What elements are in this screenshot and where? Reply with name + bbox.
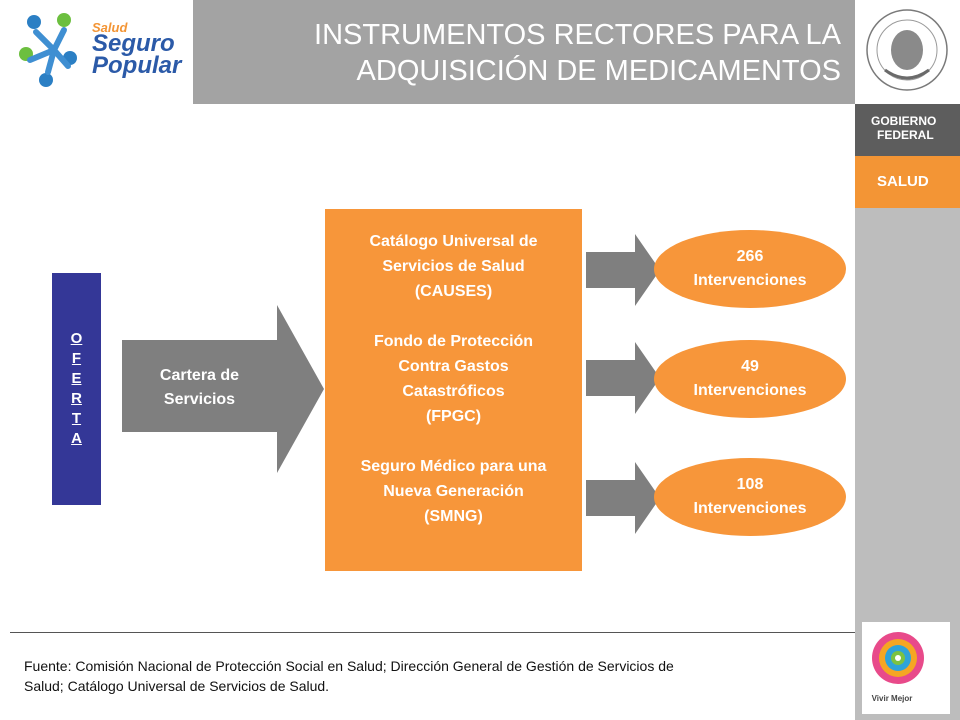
causes-line1: Catálogo Universal de — [369, 233, 538, 250]
smng-line2: Nueva Generación — [383, 483, 524, 500]
source-note: Fuente: Comisión Nacional de Protección … — [24, 656, 784, 696]
source-line2: Salud; Catálogo Universal de Servicios d… — [24, 678, 330, 694]
brand-line2: Popular — [92, 52, 182, 79]
flow-arrows — [122, 234, 660, 534]
brand-line1: Seguro — [92, 30, 175, 57]
gobierno-federal-badge: GOBIERNO FEDERAL — [855, 104, 960, 156]
people-logo-icon — [19, 13, 77, 87]
vivir-mejor-label: Vivir Mejor — [871, 694, 913, 703]
outcome-count: 266 — [736, 248, 764, 265]
fpgc-line2: Contra Gastos — [398, 358, 509, 375]
outcome-266: 266 Intervenciones — [654, 230, 846, 308]
footer-divider — [10, 632, 855, 633]
causes-line2: Servicios de Salud — [382, 258, 525, 275]
outcome-count: 108 — [736, 476, 764, 493]
seguro-popular-logo: Salud Seguro Popular — [0, 0, 193, 104]
cartera-arrow — [122, 305, 324, 473]
smng-line1: Seguro Médico para una — [360, 458, 547, 475]
flower-logo-icon — [872, 632, 924, 684]
outcome-label: Intervenciones — [693, 382, 807, 399]
source-line1: Fuente: Comisión Nacional de Protección … — [24, 658, 674, 674]
oferta-bar: OFERTA — [52, 273, 101, 505]
instruments-box — [325, 209, 582, 571]
outcome-label: Intervenciones — [693, 272, 807, 289]
eagle-seal-icon — [866, 9, 948, 91]
arrow-to-266 — [586, 234, 660, 306]
oferta-label: OFERTA — [70, 330, 83, 447]
cartera-line2: Servicios — [163, 391, 236, 408]
fpgc-line4: (FPGC) — [425, 408, 482, 425]
outcome-count: 49 — [741, 358, 759, 375]
cartera-line1: Cartera de — [159, 367, 240, 384]
fpgc-line3: Catastróficos — [402, 383, 505, 400]
gobierno-line2: FEDERAL — [877, 128, 934, 142]
smng-line3: (SMNG) — [424, 508, 483, 525]
causes-line3: (CAUSES) — [414, 283, 493, 300]
arrow-to-108 — [586, 462, 660, 534]
vivir-mejor-logo — [862, 622, 950, 714]
outcome-49: 49 Intervenciones — [654, 340, 846, 418]
outcome-108: 108 Intervenciones — [654, 458, 846, 536]
brand-small: Salud — [92, 20, 128, 35]
fpgc-line1: Fondo de Protección — [373, 333, 534, 350]
mexico-seal — [855, 0, 960, 104]
title-line2: ADQUISICIÓN DE MEDICAMENTOS — [356, 55, 841, 87]
cartera-label: Cartera de Servicios — [122, 364, 277, 412]
instruments-text: Catálogo Universal de Servicios de Salud… — [325, 229, 582, 529]
gobierno-line1: GOBIERNO — [871, 114, 937, 128]
arrow-to-49 — [586, 342, 660, 414]
title-line1: INSTRUMENTOS RECTORES PARA LA — [314, 19, 841, 51]
salud-badge: SALUD — [855, 156, 960, 208]
title-bar: INSTRUMENTOS RECTORES PARA LA ADQUISICIÓ… — [193, 0, 855, 104]
page-title: INSTRUMENTOS RECTORES PARA LA ADQUISICIÓ… — [201, 17, 841, 89]
outcome-label: Intervenciones — [693, 500, 807, 517]
